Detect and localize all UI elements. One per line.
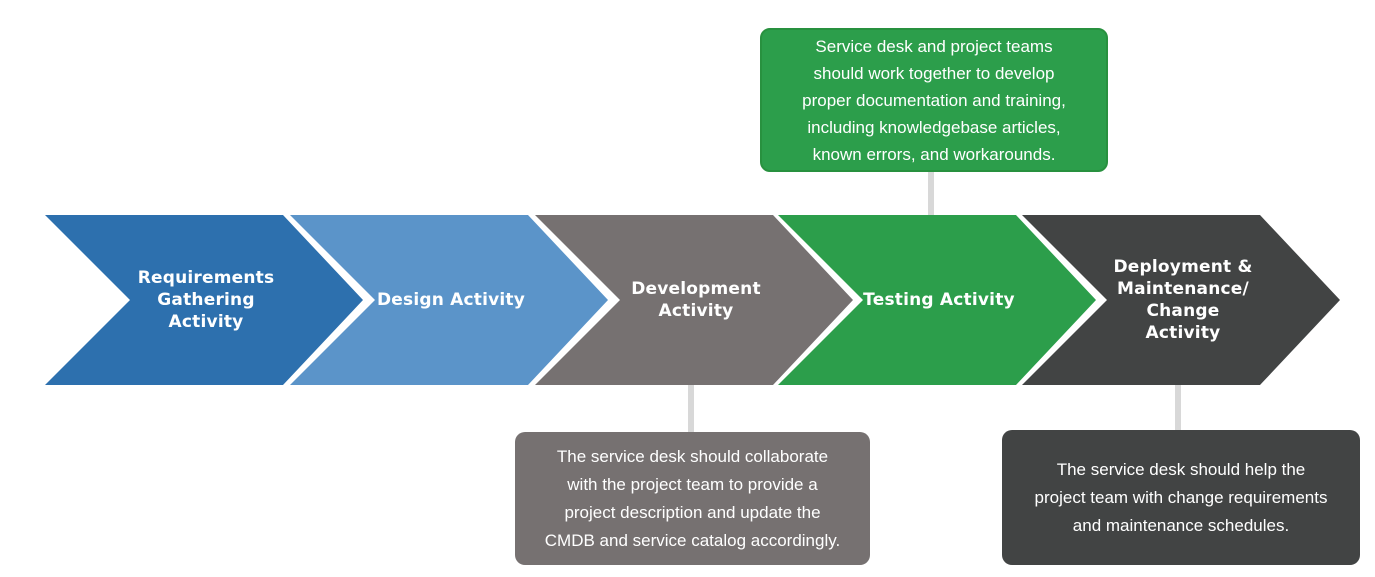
chevron-requirements-arrow [45, 215, 363, 385]
chevron-testing-arrow [778, 215, 1096, 385]
chevron-design-arrow [290, 215, 608, 385]
chevron-deployment-arrow [1022, 215, 1340, 385]
connector-deployment-callout [1175, 385, 1181, 431]
callout-testing-note: Service desk and project teams should wo… [760, 28, 1108, 172]
callout-deployment-note: The service desk should help the project… [1002, 430, 1360, 565]
callout-development-note: The service desk should collaborate with… [515, 432, 870, 565]
connector-testing-callout [928, 170, 934, 217]
connector-development-callout [688, 385, 694, 433]
chevron-development-arrow [535, 215, 853, 385]
